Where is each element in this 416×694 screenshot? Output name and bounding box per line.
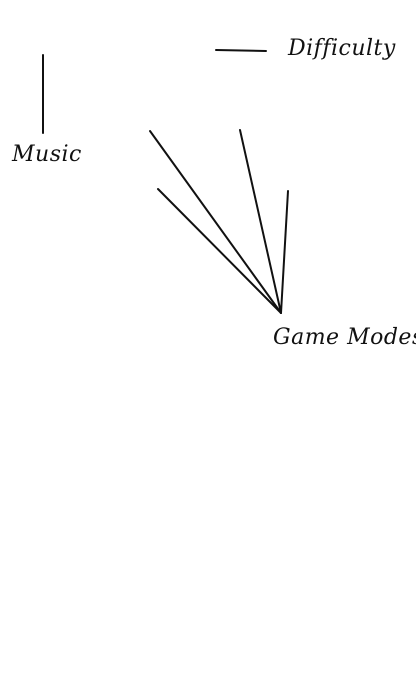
game-modes-line-2 [157, 188, 282, 314]
music-option[interactable]: Music [12, 142, 82, 167]
game-modes-line-3 [239, 129, 282, 314]
game-modes-option[interactable]: Game Modes [273, 325, 416, 350]
game-modes-line-1 [149, 130, 282, 314]
difficulty-option[interactable]: Difficulty [288, 36, 396, 61]
game-modes-line-4 [280, 190, 289, 314]
difficulty-line [215, 49, 267, 52]
